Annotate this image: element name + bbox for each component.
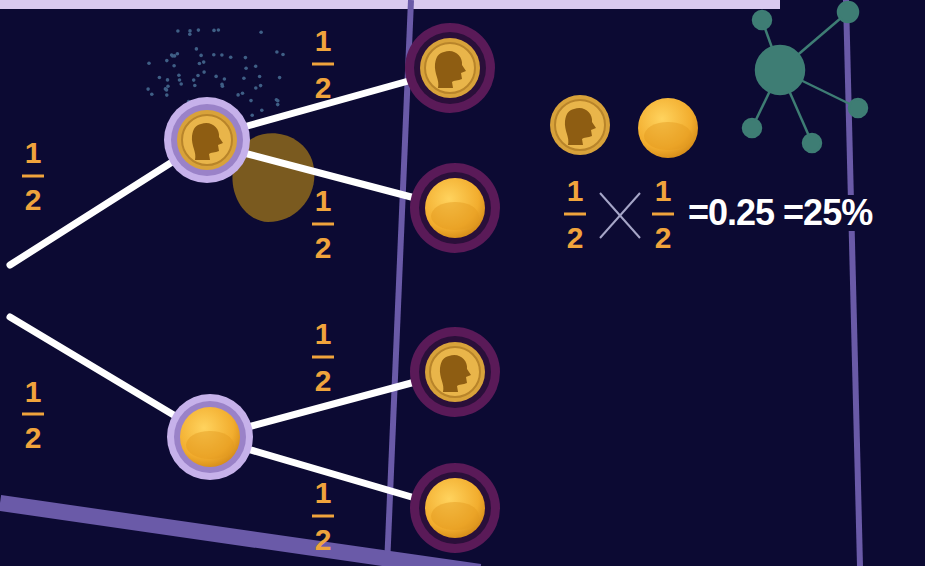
probability-number: 2 [315, 233, 332, 263]
dot [275, 50, 279, 54]
dot [199, 54, 203, 58]
divider-line [846, 0, 860, 566]
dot [214, 75, 218, 79]
dot [223, 77, 227, 81]
dot [188, 29, 192, 33]
dot [166, 85, 170, 89]
dot [278, 76, 282, 80]
probability-number: 1 [315, 186, 332, 216]
dot [166, 78, 170, 82]
dot [217, 28, 221, 32]
dot [165, 88, 169, 92]
dot [281, 53, 285, 57]
probability-number: 1 [655, 176, 672, 206]
result-text: =0.25 =25% [686, 195, 874, 231]
dot [171, 54, 175, 58]
top-bar [0, 0, 780, 9]
dot [147, 61, 151, 65]
dot [212, 29, 216, 33]
coin-heads [405, 23, 495, 113]
dot [250, 114, 254, 118]
dot [146, 87, 150, 91]
probability-number: 1 [25, 377, 42, 407]
dot [177, 73, 181, 77]
dot [176, 52, 180, 56]
probability-number: 1 [567, 176, 584, 206]
dot [176, 29, 180, 33]
dot [259, 31, 263, 35]
coin-heads [550, 95, 610, 155]
coin-tails [410, 163, 500, 253]
ground-band [0, 503, 480, 566]
probability-number: 2 [25, 423, 42, 453]
dot [197, 28, 201, 32]
probability-number: 2 [567, 223, 584, 253]
dot [229, 56, 233, 60]
dot [212, 53, 216, 57]
dot [260, 108, 264, 112]
fraction-bars [22, 64, 674, 516]
dot [276, 103, 280, 107]
dot [236, 93, 240, 97]
dot [158, 76, 162, 80]
dot [195, 47, 199, 51]
probability-number: 1 [25, 138, 42, 168]
dot [244, 67, 248, 71]
dot [258, 75, 262, 79]
probability-number: 2 [315, 366, 332, 396]
dot [220, 53, 224, 57]
probability-number: 1 [315, 478, 332, 508]
dot [220, 83, 224, 87]
dot [170, 53, 174, 57]
times-sign [600, 193, 640, 238]
dot [254, 64, 258, 68]
dot [249, 99, 253, 103]
tree-branches [10, 80, 415, 498]
probability-number: 2 [315, 73, 332, 103]
dot [172, 64, 176, 68]
probability-number: 2 [315, 525, 332, 555]
dot [241, 92, 245, 96]
coin-tails [410, 463, 500, 553]
dot [179, 82, 183, 86]
dot [165, 59, 169, 63]
probability-number: 1 [315, 26, 332, 56]
coin-tails [638, 98, 698, 158]
coin-heads [164, 97, 250, 183]
dot [150, 92, 154, 96]
coin-heads [410, 327, 500, 417]
probability-number: 2 [655, 223, 672, 253]
dot [202, 60, 206, 64]
dot [165, 93, 169, 97]
dot [188, 33, 192, 37]
dot [198, 62, 202, 66]
coin-tails [167, 394, 253, 480]
dot [242, 77, 246, 81]
probability-number: 1 [315, 319, 332, 349]
dot [276, 99, 280, 103]
dot [254, 86, 258, 90]
dot [196, 74, 200, 78]
dot [244, 56, 248, 60]
dot [202, 70, 206, 74]
probability-number: 2 [25, 185, 42, 215]
network-icon [743, 2, 867, 152]
dot [259, 84, 263, 88]
dot [192, 78, 196, 82]
dot [178, 78, 182, 82]
dot [193, 84, 197, 88]
